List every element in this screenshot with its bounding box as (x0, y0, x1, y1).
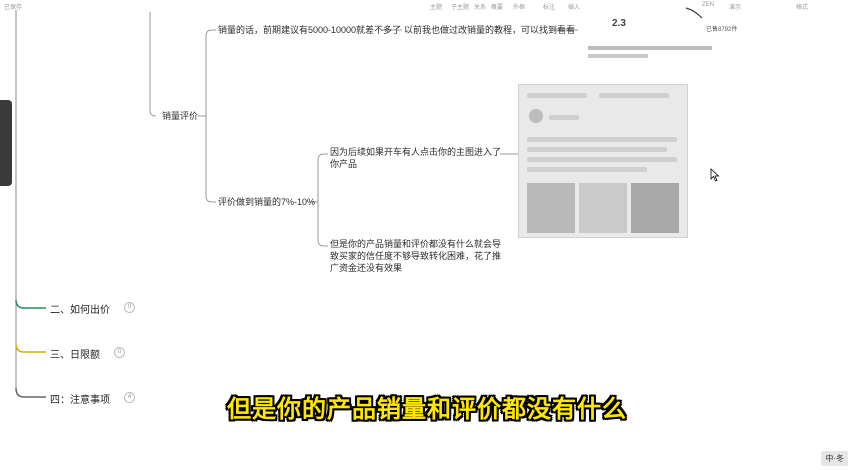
toolbar-summary-button[interactable]: 概要 (491, 5, 504, 11)
toolbar-insert-button[interactable]: 插入 (568, 5, 581, 11)
toolbar-topic-button[interactable]: 主题 (430, 5, 443, 11)
toolbar-zen-button[interactable]: ZEN (702, 2, 714, 8)
sales-snippet-value: 2.3 (612, 18, 626, 29)
collapse-toggle-how-to-bid[interactable]: 0 (124, 302, 135, 313)
node-sales-tutorial-note[interactable]: 以前我也做过改销量的教程，可以找到看看 (404, 25, 576, 35)
toolbar: 主题 子主题 关系 概要 外框 标注 插入 (424, 0, 584, 12)
node-review-ratio[interactable]: 评价做到销量的7%-10% (218, 197, 316, 207)
app-status-label: 已保存 (4, 5, 23, 11)
sales-snippet-sold: 已售8792件 (706, 27, 738, 33)
node-sales-target[interactable]: 销量的话，前期建议有5000-10000就差不多了 (218, 25, 402, 35)
collapse-toggle-notes[interactable]: 4 (124, 392, 135, 403)
toolbar-present-button[interactable]: 演示 (729, 5, 742, 11)
toolbar-subtopic-button[interactable]: 子主题 (451, 5, 470, 11)
watermark-logo: 中·冬 (821, 451, 848, 466)
mouse-cursor-icon (710, 168, 720, 182)
collapse-toggle-daily-limit[interactable]: 0 (114, 347, 125, 358)
toolbar-callout-button[interactable]: 标注 (543, 5, 556, 11)
branch-how-to-bid[interactable]: 二、如何出价 (50, 305, 110, 316)
video-subtitle: 但是你的产品销量和评价都没有什么 (227, 396, 627, 423)
review-screenshot-image (518, 84, 688, 238)
node-reason-click[interactable]: 因为后续如果开车有人点击你的主图进入了你产品 (330, 147, 502, 169)
branch-daily-limit[interactable]: 三、日限额 (50, 350, 100, 361)
sidebar-drawer-handle[interactable] (0, 100, 12, 186)
branch-notes[interactable]: 四：注意事项 (50, 395, 110, 406)
node-sales-eval[interactable]: 销量评价 (162, 111, 199, 121)
toolbar-boundary-button[interactable]: 外框 (513, 5, 526, 11)
arrow-annotation-icon (684, 6, 706, 20)
node-reason-trust[interactable]: 但是你的产品销量和评价都没有什么就会导致买家的信任度不够导致转化困难，花了推广资… (330, 239, 502, 273)
sales-snippet-image: 2.3 已售8792件 (588, 16, 737, 64)
toolbar-format-button[interactable]: 格式 (796, 5, 809, 11)
toolbar-relation-button[interactable]: 关系 (474, 5, 487, 11)
